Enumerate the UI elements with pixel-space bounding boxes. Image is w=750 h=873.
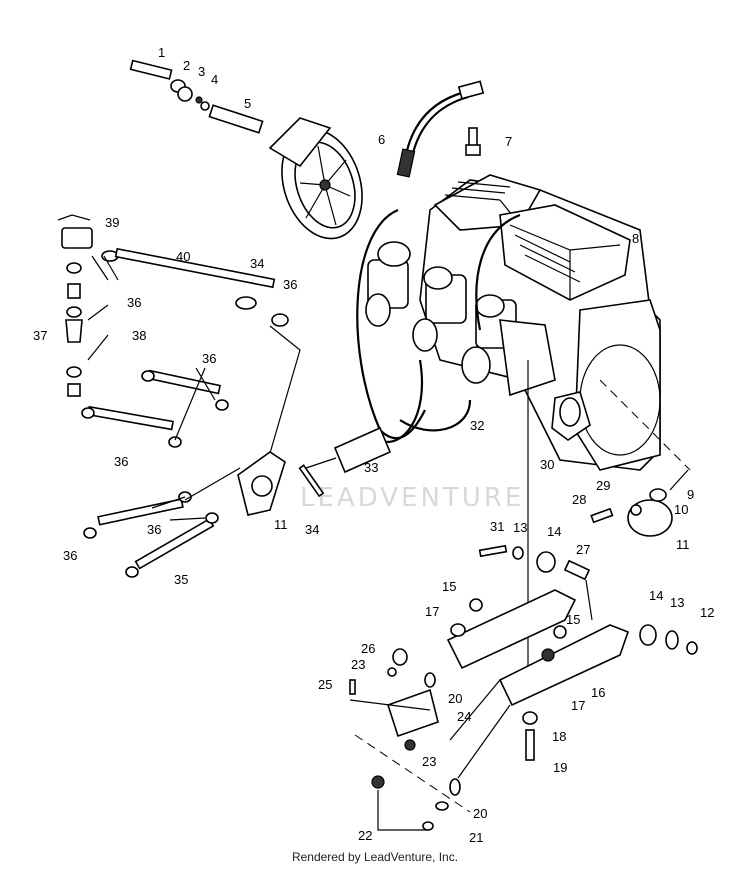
callout-36-f: 36 [63, 548, 77, 563]
callout-13-upper: 13 [513, 520, 527, 535]
callout-14-upper: 14 [547, 524, 561, 539]
callout-30: 30 [540, 457, 554, 472]
callout-15-lower: 15 [566, 612, 580, 627]
callout-21: 21 [469, 830, 483, 845]
carburetors [365, 241, 556, 397]
callout-20-lower: 20 [473, 806, 487, 821]
callout-23-upper: 23 [351, 657, 365, 672]
hoses [81, 367, 229, 578]
callout-7: 7 [505, 134, 512, 149]
spark-plug-wire [396, 80, 485, 178]
motor-mounts [349, 544, 698, 831]
callout-10: 10 [674, 502, 688, 517]
callout-16: 16 [591, 685, 605, 700]
clutch-assembly [129, 59, 363, 240]
callout-27: 27 [576, 542, 590, 557]
callout-11-right: 11 [676, 537, 690, 552]
callout-36-b: 36 [283, 277, 297, 292]
callout-38: 38 [132, 328, 146, 343]
callout-17-lower: 17 [571, 698, 585, 713]
callout-34-upper: 34 [250, 256, 264, 271]
callout-25: 25 [318, 677, 332, 692]
fuel-pump-group [57, 214, 301, 461]
callout-39: 39 [105, 215, 119, 230]
callout-24: 24 [457, 709, 471, 724]
callout-36-d: 36 [114, 454, 128, 469]
cdi-module [298, 426, 392, 498]
callout-28: 28 [572, 492, 586, 507]
callout-34-lower: 34 [305, 522, 319, 537]
callout-12: 12 [700, 605, 714, 620]
callout-36-e: 36 [147, 522, 161, 537]
callout-36-a: 36 [127, 295, 141, 310]
callout-19: 19 [553, 760, 567, 775]
callout-18: 18 [552, 729, 566, 744]
callout-23-lower: 23 [422, 754, 436, 769]
callout-31: 31 [490, 519, 504, 534]
callout-9: 9 [687, 487, 694, 502]
callout-37: 37 [33, 328, 47, 343]
callout-17-upper: 17 [425, 604, 439, 619]
callout-5: 5 [244, 96, 251, 111]
callout-33: 33 [364, 460, 378, 475]
callout-4: 4 [211, 72, 218, 87]
callout-40: 40 [176, 249, 190, 264]
callout-8: 8 [632, 231, 639, 246]
callout-6: 6 [378, 132, 385, 147]
callout-14-lower: 14 [649, 588, 663, 603]
footer-credit: Rendered by LeadVenture, Inc. [291, 850, 459, 864]
callout-26: 26 [361, 641, 375, 656]
engine-block [356, 174, 691, 471]
fuel-pump-left [184, 451, 286, 516]
callout-35: 35 [174, 572, 188, 587]
callout-20-upper: 20 [448, 691, 462, 706]
callout-29: 29 [596, 478, 610, 493]
callout-11-left: 11 [274, 517, 288, 532]
callout-3: 3 [198, 64, 205, 79]
callout-36-c: 36 [202, 351, 216, 366]
callout-2: 2 [183, 58, 190, 73]
callout-13-lower: 13 [670, 595, 684, 610]
fuel-pump-right [590, 469, 689, 537]
watermark-text: LEADVENTURE [300, 483, 524, 513]
callout-15-upper: 15 [442, 579, 456, 594]
callout-32: 32 [470, 418, 484, 433]
callout-labels: 1 2 3 4 5 6 7 8 9 10 11 11 12 13 13 14 1… [33, 45, 714, 845]
callout-1: 1 [158, 45, 165, 60]
callout-22: 22 [358, 828, 372, 843]
